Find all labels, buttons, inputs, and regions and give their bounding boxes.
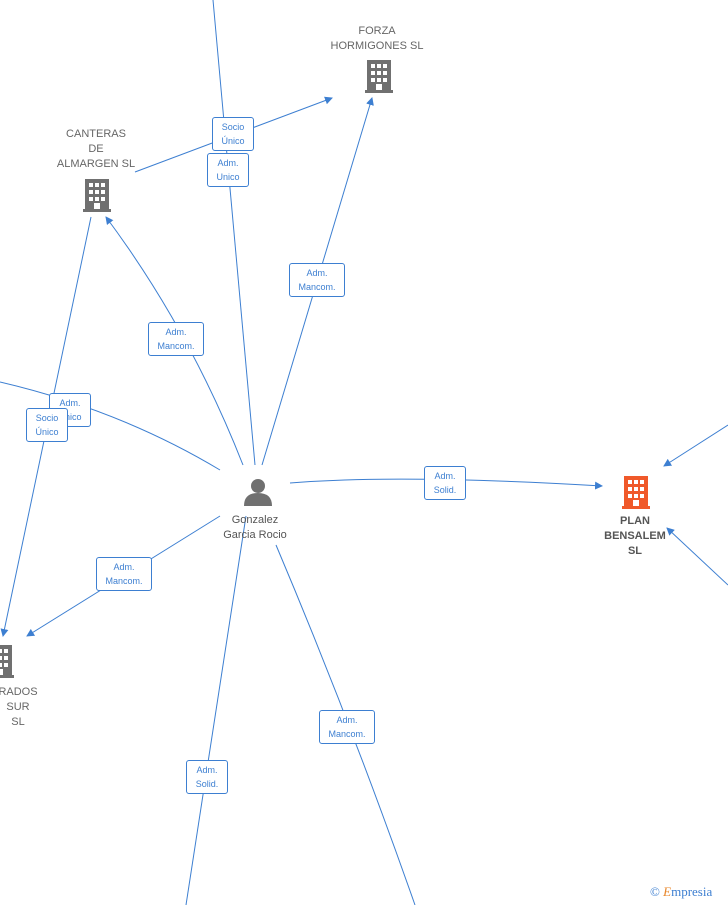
copyright-symbol: © bbox=[650, 884, 660, 899]
empresia-watermark: © Empresia bbox=[650, 884, 712, 900]
edge-person-left bbox=[0, 381, 221, 471]
edge-person-plan bbox=[289, 478, 603, 490]
edge-person-bottom-left bbox=[185, 515, 247, 905]
edge-right-plan-top bbox=[663, 424, 728, 467]
edge-right-plan-bottom bbox=[666, 527, 728, 586]
edge-label-socio-unico-top: Socio Único bbox=[212, 117, 254, 151]
node-label-person[interactable]: Gonzalez Garcia Rocio bbox=[223, 514, 287, 541]
edge-label-socio-unico-left: Socio Único bbox=[26, 408, 68, 442]
brand-initial: E bbox=[663, 884, 672, 899]
building-icon-canteras[interactable] bbox=[83, 179, 111, 212]
edge-label-adm-mancom-canteras: Adm. Mancom. bbox=[148, 322, 204, 356]
brand-name: mpresia bbox=[671, 884, 713, 899]
building-icon-aridos[interactable] bbox=[0, 645, 14, 678]
edge-label-adm-solid-plan: Adm. Solid. bbox=[424, 466, 466, 500]
node-label-canteras[interactable]: CANTERAS DE ALMARGEN SL bbox=[56, 128, 136, 170]
edge-label-adm-mancom-aridos: Adm. Mancom. bbox=[96, 557, 152, 591]
edge-label-adm-mancom-bottom: Adm. Mancom. bbox=[319, 710, 375, 744]
edge-top-offscreen bbox=[212, 0, 256, 466]
edge-label-adm-unico-top: Adm. Unico bbox=[207, 153, 249, 187]
edge-label-adm-solid-bottom: Adm. Solid. bbox=[186, 760, 228, 794]
person-icon[interactable] bbox=[244, 479, 272, 506]
node-label-forza[interactable]: FORZA HORMIGONES SL bbox=[330, 25, 424, 52]
building-icon-forza[interactable] bbox=[365, 60, 393, 93]
building-icon-plan[interactable] bbox=[622, 476, 650, 509]
node-label-aridos[interactable]: RADOS SUR SL bbox=[0, 686, 38, 728]
edge-label-adm-mancom-forza: Adm. Mancom. bbox=[289, 263, 345, 297]
node-label-plan[interactable]: PLAN BENSALEM SL bbox=[604, 515, 666, 557]
